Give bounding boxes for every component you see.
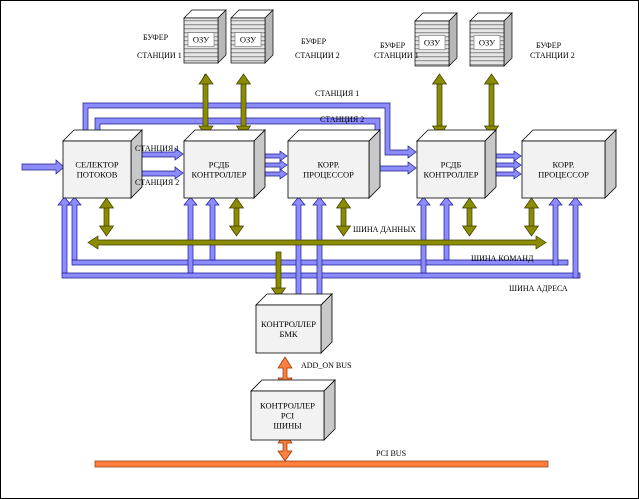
ram-2: ОЗУ — [230, 9, 274, 64]
station1-label-b: СТАНЦИЯ 1 — [315, 89, 359, 98]
rsdb1-block-label-1: РСДБ — [209, 160, 230, 170]
rsdb2-block-label-1: РСДБ — [441, 160, 462, 170]
buffer-labels: БУФЕР СТАНЦИИ 1 БУФЕР СТАНЦИИ 2 БУФЕР СТ… — [137, 33, 575, 60]
ram-3: ОЗУ — [414, 12, 458, 67]
blue-signal-lines — [21, 102, 583, 299]
pci-bus-line — [94, 460, 549, 468]
buffer-4-line-2: СТАНЦИИ 2 — [530, 51, 575, 60]
station2-label-b: СТАНЦИЯ 2 — [320, 115, 364, 124]
pci-controller-block-label-2: PCI — [281, 411, 294, 421]
command-bus-label: ШИНА КОМАНД — [471, 254, 534, 263]
bmk-controller-block-label-2: БМК — [279, 329, 297, 339]
bus-labels: СТАНЦИЯ 1 СТАНЦИЯ 2 СТАНЦИЯ 1 СТАНЦИЯ 2 … — [135, 89, 568, 458]
ram-layer: ОЗУ ОЗУ ОЗУ ОЗУ — [183, 9, 513, 67]
ram-3-label: ОЗУ — [424, 38, 441, 48]
station2-label-a: СТАНЦИЯ 2 — [135, 178, 179, 187]
buffer-2-line-2: СТАНЦИИ 2 — [295, 51, 340, 60]
corr2-block: КОРР.ПРОЦЕССОР — [521, 129, 617, 199]
corr2-block-label-1: КОРР. — [552, 160, 574, 170]
buffer-1-line-2: СТАНЦИИ 1 — [137, 51, 182, 60]
ram-1-label: ОЗУ — [193, 35, 210, 45]
buffer-3-line-2: СТАНЦИИ 1 — [374, 51, 419, 60]
ram-2-label: ОЗУ — [240, 35, 257, 45]
blocks-layer: СЕЛЕКТОРПОТОКОВРСДБКОНТРОЛЛЕРКОРР.ПРОЦЕС… — [62, 129, 617, 441]
pci-controller-block-label-1: КОНТРОЛЛЕР — [260, 401, 315, 411]
ram-4: ОЗУ — [469, 12, 513, 67]
rsdb1-block-label-2: КОНТРОЛЛЕР — [192, 170, 247, 180]
input-stream-arrow — [21, 159, 65, 175]
corr1-block-label-2: ПРОЦЕССОР — [303, 170, 354, 180]
pci-bus-label: PCI BUS — [376, 449, 406, 458]
ram-1: ОЗУ — [183, 9, 227, 64]
selector-block-label-2: ПОТОКОВ — [77, 170, 118, 180]
corr2-block-label-2: ПРОЦЕССОР — [538, 170, 589, 180]
station2-route — [94, 117, 417, 175]
station1-route — [82, 102, 417, 159]
address-bus-label: ШИНА АДРЕСА — [509, 284, 568, 293]
buffer-2-line-1: БУФЕР — [301, 37, 327, 46]
buffer-3-line-1: БУФЕР — [380, 41, 406, 50]
buffer-1-line-1: БУФЕР — [143, 33, 169, 42]
buffer-4-line-1: БУФЕР — [536, 41, 562, 50]
rsdb2-block-label-2: КОНТРОЛЛЕР — [424, 170, 479, 180]
add-on-bus-label: ADD_ON BUS — [301, 361, 351, 370]
station1-label-a: СТАНЦИЯ 1 — [135, 144, 179, 153]
data-bus-label: ШИНА ДАННЫХ — [353, 225, 416, 234]
bmk-controller-block-label-1: КОНТРОЛЛЕР — [261, 319, 316, 329]
pci-controller-block-label-3: ШИНЫ — [273, 421, 302, 431]
corr1-block-label-1: КОРР. — [317, 160, 339, 170]
corr1-block: КОРР.ПРОЦЕССОР — [287, 129, 381, 199]
data-bus-line — [87, 235, 547, 250]
selector-block-label-1: СЕЛЕКТОР — [75, 160, 119, 170]
ram-4-label: ОЗУ — [479, 38, 496, 48]
